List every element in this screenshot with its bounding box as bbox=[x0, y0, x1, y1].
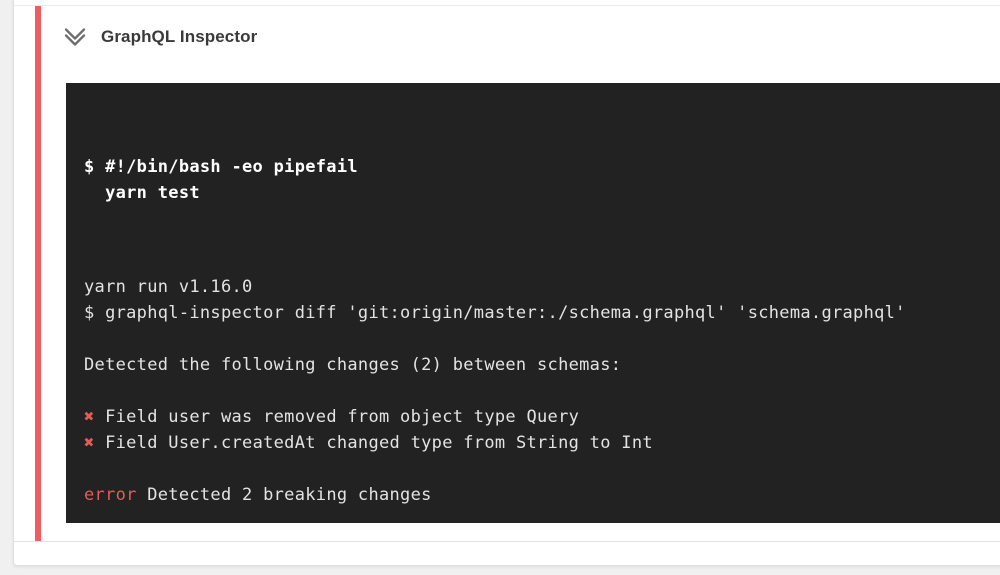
terminal-output[interactable]: $ #!/bin/bash -eo pipefail yarn test yar… bbox=[66, 83, 1000, 523]
terminal-line bbox=[84, 378, 1000, 404]
terminal-line: error Detected 2 breaking changes bbox=[84, 485, 432, 505]
terminal-line: ✖ Field User.createdAt changed type from… bbox=[84, 433, 653, 453]
terminal-line: $ graphql-inspector diff 'git:origin/mas… bbox=[84, 303, 906, 323]
terminal-command-line: $ #!/bin/bash -eo pipefail bbox=[84, 157, 358, 177]
build-step-card: GraphQL Inspector $ #!/bin/bash -eo pipe… bbox=[13, 0, 1000, 566]
failed-status-stripe bbox=[35, 6, 41, 541]
terminal-command-block: $ #!/bin/bash -eo pipefail yarn test bbox=[84, 154, 1000, 206]
terminal-line bbox=[84, 456, 1000, 482]
double-chevron-down-icon[interactable] bbox=[62, 24, 88, 50]
terminal-line: Detected the following changes (2) betwe… bbox=[84, 355, 622, 375]
failed-step-section: GraphQL Inspector $ #!/bin/bash -eo pipe… bbox=[14, 5, 1000, 542]
step-header[interactable]: GraphQL Inspector bbox=[62, 24, 257, 50]
terminal-command-line: yarn test bbox=[84, 183, 200, 203]
terminal-output-block: yarn run v1.16.0 $ graphql-inspector diff… bbox=[84, 274, 1000, 523]
terminal-line bbox=[84, 326, 1000, 352]
terminal-line bbox=[84, 508, 1000, 523]
terminal-line: ✖ Field user was removed from object typ… bbox=[84, 407, 580, 427]
terminal-line: yarn run v1.16.0 bbox=[84, 277, 253, 297]
step-title: GraphQL Inspector bbox=[101, 27, 258, 46]
